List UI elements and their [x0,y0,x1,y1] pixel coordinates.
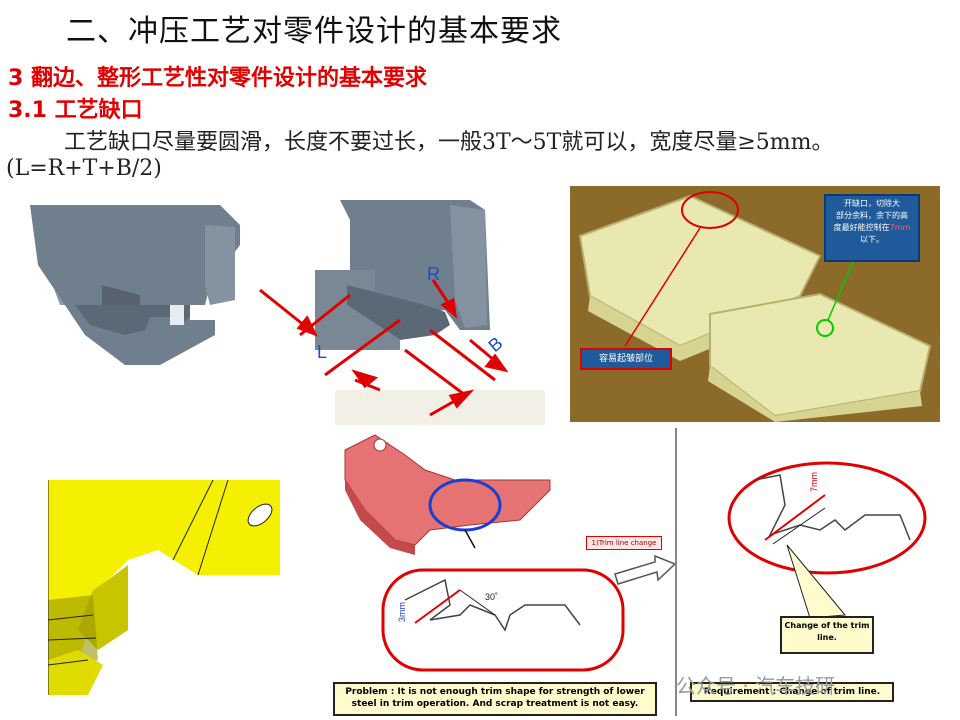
page-title: 二、冲压工艺对零件设计的基本要求 [66,14,562,49]
label-l: L [317,342,327,362]
change-callout: Change of the trim line. [780,616,874,654]
section-heading: 3 翻边、整形工艺性对零件设计的基本要求 [8,66,427,91]
yellow-part-figure [48,480,280,695]
trim-line-change-figure: 7mm [727,461,927,619]
body-text-line-2: (L=R+T+B/2) [6,156,162,181]
requirement-box: Requirement : Change of trim line. [690,682,894,702]
trim-problem-figure: 30˚ 3mm [344,434,625,672]
wrinkle-label: 容易起皱部位 [580,348,672,370]
dim-7mm: 7mm [809,472,819,492]
cad-callout-box: 开缺口，切除大 部分余料，余下的高 度最好能控制在7mm 以下。 [824,194,920,262]
cad-callout-line-1: 开缺口，切除大 [844,199,900,208]
notch-sheet-figure [30,205,255,370]
watermark: 公众号 · 汽车技研 [676,674,836,698]
arrow-right-icon [614,554,677,585]
cad-callout-line-2: 部分余料，余下的高 [836,211,908,220]
divider [675,428,677,716]
cad-render-panel: 开缺口，切除大 部分余料，余下的高 度最好能控制在7mm 以下。 容易起皱部位 [570,186,940,422]
dim-30deg: 30˚ [485,592,498,602]
trim-line-change-label: 1)Trim line change [586,536,662,550]
label-b: B [484,333,506,356]
cad-callout-line-5: 以下。 [860,235,884,244]
problem-box: Problem : It is not enough trim shape fo… [333,682,657,716]
cad-callout-line-4: 7mm [889,223,911,232]
body-text-line-1: 工艺缺口尽量要圆滑，长度不要过长，一般3T～5T就可以，宽度尽量≥5mm。 [64,130,834,155]
subsection-heading: 3.1 工艺缺口 [8,98,143,123]
dim-3mm: 3mm [397,602,407,622]
label-r: R [427,264,440,284]
notch-dimension-diagram: R L B [259,200,545,425]
cad-callout-line-3: 度最好能控制在 [833,223,890,232]
